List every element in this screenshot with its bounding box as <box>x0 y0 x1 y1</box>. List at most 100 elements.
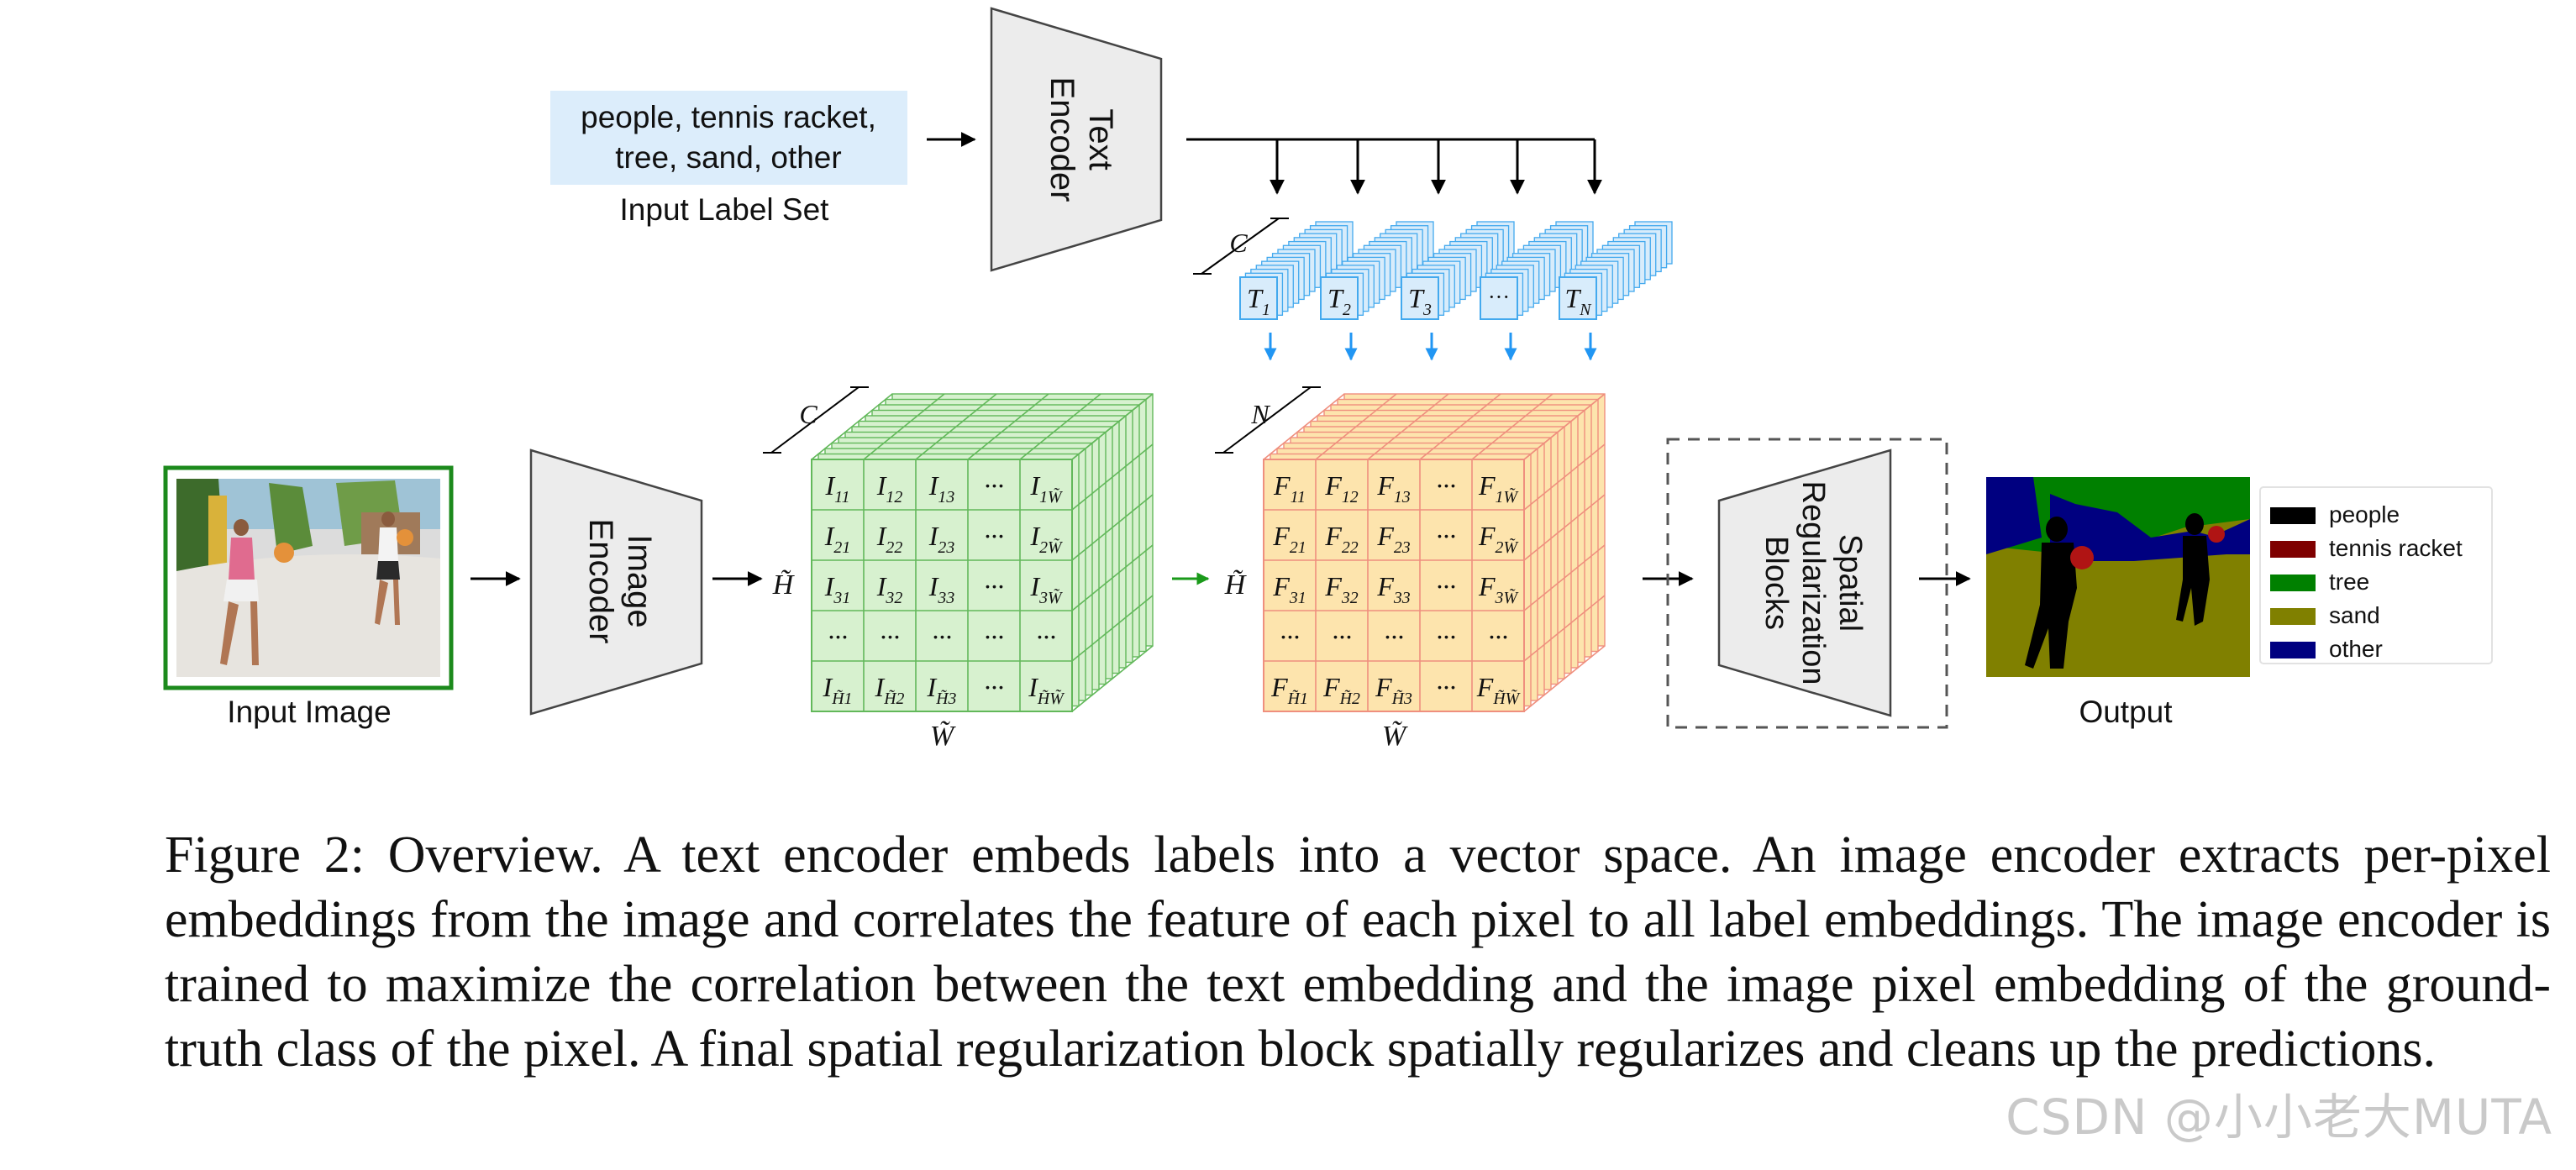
spatial-label-2: Regularization <box>1795 481 1831 685</box>
correlation_features-cell-base: F <box>1324 521 1342 551</box>
image_features-cell: I1W̃ <box>1029 470 1064 506</box>
image_features-cell: ··· <box>984 470 1004 501</box>
correlation_features-cell: F13 <box>1376 470 1410 506</box>
correlation_features-cell: F11 <box>1273 470 1306 506</box>
correlation_features-cell-sub: H̃1 <box>1287 690 1308 708</box>
text-embedding-label-base: T <box>1408 283 1425 313</box>
image_features-cell-sub: 23 <box>938 538 954 557</box>
correlation_features-cell-base: F <box>1376 470 1394 501</box>
correlation_features-top-line <box>1315 393 1397 460</box>
image_features-cell-sub: 1W̃ <box>1039 488 1064 506</box>
image_features-cell-sub: H̃1 <box>831 690 852 708</box>
image_features-cell: ··· <box>984 672 1004 702</box>
spatial-label-3: Blocks <box>1759 536 1794 630</box>
text-embedding-label-sub: N <box>1579 301 1592 319</box>
correlation_features-cell: F1W̃ <box>1478 470 1519 506</box>
image_features-cell-base: I <box>928 470 939 501</box>
image_features-cell: ··· <box>1036 622 1056 652</box>
correlation_features-top-line <box>1471 393 1553 460</box>
correlation_features-cell: F32 <box>1324 571 1358 607</box>
text-embedding-label-sub: 2 <box>1343 301 1351 319</box>
correlation_features-cell-sub: H̃3 <box>1391 690 1412 708</box>
correlation_features-cell-base: F <box>1273 470 1291 501</box>
correlation_features-cell: F23 <box>1376 521 1410 557</box>
correlation_features-cell: F22 <box>1324 521 1358 557</box>
legend-label: other <box>2329 636 2383 662</box>
image_features-cell: ··· <box>984 571 1004 601</box>
image_features-cell-base: ··· <box>984 521 1004 551</box>
image_features-cell-base: I <box>876 470 887 501</box>
image_features-cell-sub: H̃W̃ <box>1037 690 1065 708</box>
correlation_features-cell-sub: 32 <box>1341 589 1359 607</box>
input-labels-line2: tree, sand, other <box>615 140 841 175</box>
correlation_features-cell-base: F <box>1476 672 1494 702</box>
image_features-side-line <box>1071 544 1154 611</box>
image_features-cell-sub: H̃2 <box>883 690 904 708</box>
correlation_features-cell-sub: 1W̃ <box>1496 488 1520 506</box>
image_features-cell: I2W̃ <box>1029 521 1064 557</box>
text-encoder-block <box>990 7 1163 272</box>
image_features-cell-base: I <box>876 521 887 551</box>
correlation_features-cell-base: ··· <box>1488 622 1508 652</box>
correlation_features-cell-base: F <box>1270 672 1288 702</box>
image_features-cell: IH̃3 <box>927 672 957 708</box>
correlation_features-side-line <box>1523 645 1606 712</box>
correlation_features-cell-base: ··· <box>1436 571 1456 601</box>
correlation_features-height-symbol: H̃ <box>1224 569 1248 601</box>
correlation_features-cell: F21 <box>1272 521 1306 557</box>
image_features-cell: I21 <box>824 521 850 557</box>
image_features-cell-base: ··· <box>984 622 1004 652</box>
image_features-cell-sub: 2W̃ <box>1039 538 1064 557</box>
correlation_features-cell-base: F <box>1478 521 1496 551</box>
input-label-set-box <box>550 91 907 185</box>
image_features-cell: ··· <box>984 521 1004 551</box>
image_features-cell-sub: 12 <box>886 488 902 506</box>
image_features-top-line <box>967 393 1049 460</box>
correlation_features-cell-sub: 2W̃ <box>1496 538 1520 557</box>
legend-swatch <box>2270 507 2316 524</box>
text-encoder-label-1: Text <box>1082 108 1119 170</box>
legend-label: people <box>2329 501 2400 527</box>
image_features-cell-sub: 31 <box>833 589 850 607</box>
correlation_features-cell-base: F <box>1322 672 1340 702</box>
image_features-cell: I3W̃ <box>1029 571 1064 607</box>
correlation_features-channel-symbol: N <box>1250 399 1270 429</box>
correlation_features-top-line <box>1263 393 1345 460</box>
input-label-set-caption: Input Label Set <box>620 192 830 227</box>
text-embedding-label-base: T <box>1564 283 1581 313</box>
text-embedding-label: T1 <box>1247 283 1270 319</box>
image_features-cell-base: ··· <box>932 622 952 652</box>
output-caption: Output <box>2079 695 2173 729</box>
correlation_features-cell-sub: 3W̃ <box>1495 589 1520 607</box>
correlation_features-cell: ··· <box>1436 622 1456 652</box>
correlation_features-side-line <box>1523 393 1606 460</box>
text-channel-dim-line <box>1201 218 1280 275</box>
legend-swatch <box>2270 541 2316 558</box>
correlation_features-cell: F3W̃ <box>1478 571 1519 607</box>
correlation_features-cell-sub: 21 <box>1290 538 1306 557</box>
image_features-cell-base: ··· <box>1036 622 1056 652</box>
image_features-front-face <box>811 459 1073 712</box>
correlation_features-cell-base: F <box>1376 521 1394 551</box>
correlation_features-cell-sub: 31 <box>1289 589 1306 607</box>
image_features-cell-base: I <box>1029 470 1040 501</box>
correlation_features-top-line <box>1419 393 1501 460</box>
correlation_features-cell: ··· <box>1384 622 1404 652</box>
legend-box <box>2259 486 2493 664</box>
correlation_features-cell-base: F <box>1376 571 1394 601</box>
image_features-cell-base: I <box>875 672 886 702</box>
correlation_features-width-symbol: W̃ <box>1382 720 1408 752</box>
image_features-cell-base: I <box>823 672 833 702</box>
image_features-channel-dim-line <box>770 386 860 454</box>
image_features-cell-sub: H̃3 <box>935 690 956 708</box>
correlation_features-cell-sub: 12 <box>1342 488 1359 506</box>
correlation_features-cell-sub: 11 <box>1291 488 1306 506</box>
image_features-top-line <box>915 393 997 460</box>
image-encoder-label-2: Encoder <box>582 519 619 644</box>
image_features-height-symbol: H̃ <box>772 569 796 601</box>
image_features-cell: I22 <box>876 521 903 557</box>
correlation_features-cell-sub: 33 <box>1393 589 1411 607</box>
